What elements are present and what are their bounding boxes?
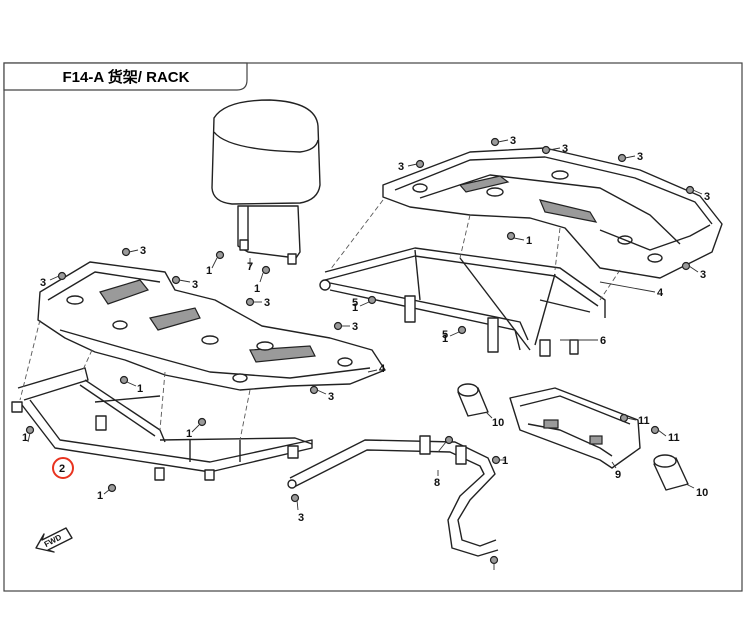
callout-3: 3 (40, 277, 46, 289)
callout-1: 1 (254, 283, 260, 295)
callout-3: 3 (704, 191, 710, 203)
callout-3: 3 (140, 245, 146, 257)
callout-2: 2 (59, 463, 65, 475)
fasteners (25, 137, 703, 570)
callout-labels: 2 1 1 1 1 1 1 1 1 1 1 3 3 3 3 3 3 3 3 3 … (22, 135, 710, 524)
bushing-part-upper (457, 383, 489, 417)
rear-rack-frame-part (319, 247, 606, 357)
bushing-part-lower (653, 454, 689, 491)
callout-1: 1 (526, 235, 532, 247)
callout-1: 1 (352, 302, 358, 314)
callout-3: 3 (264, 297, 270, 309)
callout-1: 1 (186, 428, 192, 440)
callout-10: 10 (492, 417, 504, 429)
assembly-guide-lines (19, 199, 621, 441)
callout-3: 3 (352, 321, 358, 333)
diagram-border (3, 62, 743, 592)
backrest-part (211, 99, 321, 265)
highlight-circle (52, 457, 74, 479)
callout-3: 3 (637, 151, 643, 163)
callout-3: 3 (700, 269, 706, 281)
forward-direction-arrow: FWD (35, 527, 73, 553)
callout-5: 5 (352, 297, 358, 309)
callout-4: 4 (657, 287, 664, 299)
callout-6: 6 (600, 335, 606, 347)
callout-5: 5 (442, 329, 448, 341)
grab-handle-part (287, 435, 499, 557)
callout-3: 3 (510, 135, 516, 147)
callout-11: 11 (638, 415, 650, 427)
callout-1: 1 (206, 265, 212, 277)
callout-1: 1 (442, 333, 448, 345)
callout-1: 1 (137, 383, 143, 395)
callout-9: 9 (615, 469, 621, 481)
callout-3: 3 (398, 161, 404, 173)
callout-1: 1 (97, 490, 103, 502)
callout-7: 7 (247, 261, 253, 273)
title-box (3, 62, 248, 91)
callout-3: 3 (298, 512, 304, 524)
front-rack-part (37, 261, 386, 391)
callout-3: 3 (328, 391, 334, 403)
callout-1: 1 (502, 455, 508, 467)
callout-3: 3 (192, 279, 198, 291)
callout-8: 8 (434, 477, 440, 489)
rear-rack-part (382, 147, 723, 279)
callout-10: 10 (696, 487, 708, 499)
callout-4: 4 (379, 363, 386, 375)
callout-3: 3 (562, 143, 568, 155)
diagram-title: F14-A 货架/ RACK (63, 68, 190, 86)
callout-11: 11 (668, 432, 680, 444)
callout-1: 1 (22, 432, 28, 444)
bracket-part (509, 387, 641, 469)
